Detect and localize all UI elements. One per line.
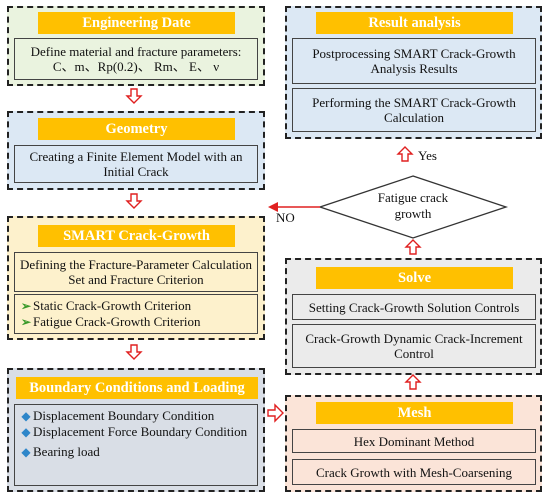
material-parameters-box: Define material and fracture parameters:…: [14, 38, 258, 80]
smart-crack-growth-title: SMART Crack-Growth: [38, 225, 235, 247]
no-label: NO: [276, 210, 295, 225]
up-arrow-icon: [404, 239, 422, 255]
checkmark-icon: ➢: [20, 299, 32, 313]
criterion-list-box: ➢Static Crack-Growth Criterion ➢Fatigue …: [14, 294, 258, 334]
down-arrow-icon: [125, 344, 143, 360]
up-arrow-icon: [396, 146, 414, 162]
criterion-item: ➢Fatigue Crack-Growth Criterion: [20, 314, 201, 329]
performing-calculation-box: Performing the SMART Crack-Growth Calcul…: [292, 88, 536, 132]
boundary-list-box: ◆Displacement Boundary Condition ◆Displa…: [14, 404, 258, 486]
decision-text: Fatigue crack growth: [377, 190, 449, 221]
result-analysis-title: Result analysis: [316, 12, 513, 34]
engineering-data-title: Engineering Date: [38, 12, 235, 34]
material-parameters-line2: C、m、Rp(0.2)、 Rm、 E、 ν: [52, 59, 220, 74]
geometry-title: Geometry: [38, 118, 235, 140]
checkmark-icon: ➢: [20, 315, 32, 329]
solve-title: Solve: [316, 267, 513, 289]
postprocessing-box: Postprocessing SMART Crack-Growth Analys…: [292, 38, 536, 84]
diamond-bullet-icon: ◆: [21, 409, 31, 423]
boundary-item: ◆Displacement Force Boundary Condition: [19, 424, 247, 440]
yes-label: Yes: [418, 148, 437, 163]
finite-element-model-box: Creating a Finite Element Model with an …: [14, 145, 258, 183]
mesh-panel: Mesh Hex Dominant Method Crack Growth wi…: [285, 395, 542, 492]
smart-crack-growth-panel: SMART Crack-Growth Defining the Fracture…: [7, 216, 265, 340]
fracture-parameter-box: Defining the Fracture-Parameter Calculat…: [14, 252, 258, 292]
no-branch-arrowhead: [268, 202, 278, 212]
criterion-item: ➢Static Crack-Growth Criterion: [20, 298, 192, 313]
boundary-conditions-title: Boundary Conditions and Loading: [16, 377, 258, 399]
material-parameters-line1: Define material and fracture parameters:: [30, 44, 242, 59]
engineering-data-panel: Engineering Date Define material and fra…: [7, 6, 265, 86]
solution-controls-box: Setting Crack-Growth Solution Controls: [292, 294, 536, 320]
fatigue-decision-diamond: [317, 175, 509, 239]
down-arrow-icon: [125, 193, 143, 209]
diamond-bullet-icon: ◆: [21, 425, 31, 439]
mesh-coarsening-box: Crack Growth with Mesh-Coarsening: [292, 459, 536, 485]
geometry-panel: Geometry Creating a Finite Element Model…: [7, 111, 265, 190]
result-analysis-panel: Result analysis Postprocessing SMART Cra…: [285, 6, 542, 139]
right-arrow-icon: [267, 403, 284, 423]
up-arrow-icon: [404, 374, 422, 390]
diamond-bullet-icon: ◆: [21, 445, 31, 459]
crack-increment-box: Crack-Growth Dynamic Crack-Increment Con…: [292, 324, 536, 368]
down-arrow-icon: [125, 88, 143, 104]
hex-dominant-box: Hex Dominant Method: [292, 429, 536, 453]
boundary-conditions-panel: Boundary Conditions and Loading ◆Displac…: [7, 368, 265, 492]
boundary-item: ◆Displacement Boundary Condition: [19, 408, 247, 424]
boundary-item: ◆Bearing load: [19, 444, 247, 460]
solve-panel: Solve Setting Crack-Growth Solution Cont…: [285, 258, 542, 375]
mesh-title: Mesh: [316, 402, 513, 424]
